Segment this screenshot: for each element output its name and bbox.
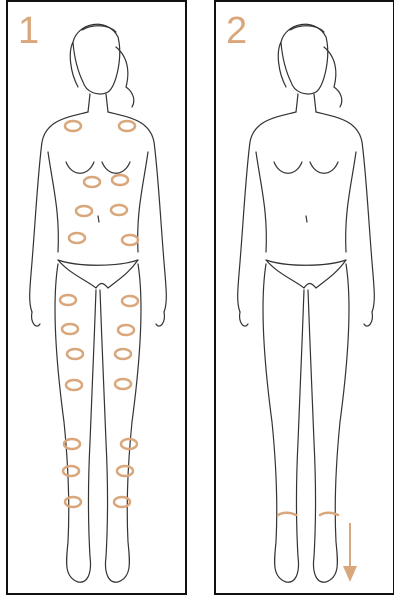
downward-arrow-icon	[343, 523, 357, 582]
oval-marker	[122, 235, 138, 245]
right-ankle-marker	[320, 513, 338, 515]
oval-marker	[65, 121, 81, 131]
oval-marker	[122, 296, 138, 306]
female-figure-front	[216, 2, 394, 597]
oval-marker	[117, 466, 133, 476]
oval-marker	[84, 177, 100, 187]
oval-marker	[112, 175, 128, 185]
oval-marker	[118, 325, 134, 335]
oval-marker	[69, 233, 85, 243]
treatment-markers	[60, 121, 138, 507]
oval-marker	[60, 295, 76, 305]
body-outline	[30, 24, 167, 582]
oval-marker	[66, 380, 82, 390]
oval-marker	[115, 349, 131, 359]
oval-marker	[65, 497, 81, 507]
oval-marker	[115, 379, 131, 389]
body-outline	[238, 24, 375, 582]
oval-marker	[62, 324, 78, 334]
female-figure-front	[8, 2, 189, 597]
oval-marker	[121, 439, 137, 449]
oval-marker	[63, 466, 79, 476]
oval-marker	[119, 121, 135, 131]
oval-marker	[76, 206, 92, 216]
ankle-markers	[278, 513, 338, 515]
oval-marker	[111, 205, 127, 215]
panel-1: 1	[6, 0, 187, 595]
panel-2: 2	[214, 0, 394, 595]
left-ankle-marker	[278, 513, 296, 515]
oval-marker	[67, 349, 83, 359]
